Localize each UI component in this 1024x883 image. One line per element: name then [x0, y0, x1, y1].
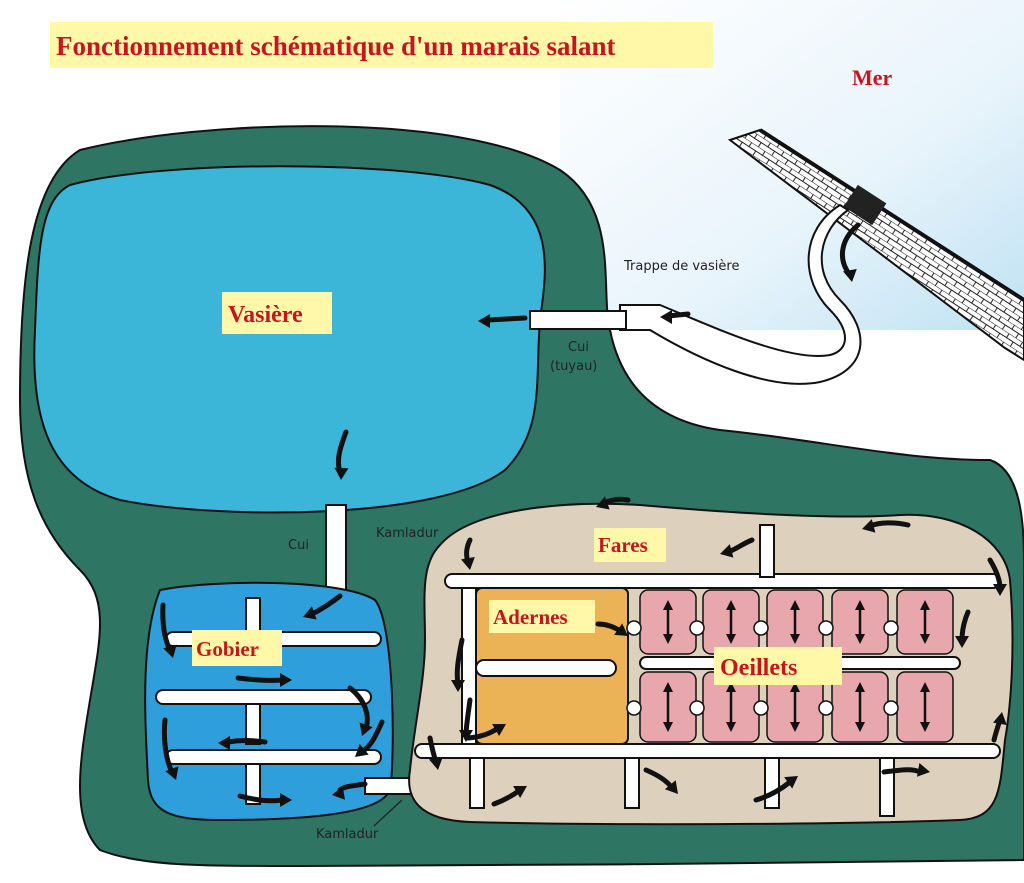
sluice-gate [818, 700, 834, 716]
flow-arrow-head [165, 766, 179, 780]
oeillets-label: Oeillets [720, 655, 797, 681]
flow-arrow-head [955, 636, 969, 648]
vasiere-label: Vasière [228, 302, 303, 328]
flow-arrow-head [218, 736, 230, 750]
flow-arrow-head [993, 712, 1007, 726]
flow-arrow-head [478, 314, 490, 328]
sluice-gate [689, 620, 705, 636]
sluice-gate [626, 700, 642, 716]
sea-label: Mer [852, 65, 893, 90]
oeillet-arrow-head [726, 682, 736, 692]
fares-label: Fares [598, 533, 648, 557]
flow-arrow [485, 315, 528, 323]
annotation-labels: Trappe de vasière Cui (tuyau) Kamladur C… [288, 259, 739, 842]
gobier-label: Gobier [196, 637, 259, 661]
flow-arrow-head [429, 756, 443, 770]
flow-arrow [161, 717, 175, 775]
cui-top-sub-label: (tuyau) [550, 359, 597, 374]
oeillet-arrow-head [920, 600, 930, 610]
flow-arrow-head [916, 763, 930, 777]
oeillets-basins [626, 589, 961, 743]
oeillet-arrow-head [920, 722, 930, 732]
flow-arrow-head [843, 268, 857, 282]
flow-arrow-head [513, 785, 527, 799]
flow-arrow [225, 738, 268, 745]
flow-arrow-head [660, 310, 672, 324]
oeillet-arrow-head [663, 634, 673, 644]
flow-arrow-head [596, 496, 610, 510]
sluice-gate [753, 620, 769, 636]
flow-arrow-head [993, 584, 1007, 596]
cui-left-label: Cui [288, 538, 309, 553]
flow-arrow-head [461, 556, 475, 570]
cui-top-label: Cui [568, 340, 589, 355]
kamladur-top-label: Kamladur [376, 526, 439, 541]
oeillet-arrow-head [790, 600, 800, 610]
oeillet-arrow-head [855, 634, 865, 644]
flow-arrow-head [303, 606, 317, 620]
flow-arrows [160, 222, 1007, 807]
cui-pipe-left [325, 504, 347, 591]
cui-pipe-top [529, 310, 627, 330]
flow-arrow-head [451, 680, 465, 692]
flow-arrow-head [355, 743, 369, 757]
flow-arrow-head [280, 793, 292, 807]
flow-arrow-head [862, 519, 876, 533]
oeillet-arrow-head [790, 722, 800, 732]
oeillet-arrow-head [855, 600, 865, 610]
flow-arrow-head [332, 786, 346, 800]
oeillet-arrow-head [920, 682, 930, 692]
flow-arrow-head [784, 776, 798, 789]
flow-arrow [881, 767, 923, 775]
sea-wall [727, 128, 1024, 362]
oeillet-arrow-head [726, 600, 736, 610]
flow-arrow-head [459, 730, 473, 742]
oeillet-arrow-head [663, 682, 673, 692]
kamladur-bottom-label: Kamladur [316, 827, 379, 842]
oeillet-arrow-head [790, 682, 800, 692]
flow-arrow [347, 685, 370, 731]
flow-arrow-head [720, 544, 734, 558]
sluice-gate [883, 620, 899, 636]
flow-arrow-head [280, 673, 292, 687]
oeillet-arrow-head [726, 722, 736, 732]
oeillet-arrow-head [855, 722, 865, 732]
oeillet-arrow-head [663, 600, 673, 610]
flow-arrow-head [163, 644, 177, 658]
sluice-gate [626, 620, 642, 636]
adernes-label: Adernes [493, 605, 568, 629]
sluice-gate [818, 620, 834, 636]
trappe-label: Trappe de vasière [623, 259, 739, 274]
flow-arrow [753, 779, 793, 803]
flow-arrow [237, 793, 285, 804]
sluice-gate [883, 700, 899, 716]
oeillet-arrow-head [663, 722, 673, 732]
flow-arrow [235, 675, 285, 683]
sluice-gate [753, 700, 769, 716]
vasiere-basin [33, 165, 546, 514]
flow-arrow-head [334, 467, 349, 480]
oeillet-arrow-head [920, 634, 930, 644]
flow-arrow-head [614, 623, 628, 636]
sluice-gate [689, 700, 705, 716]
oeillet-arrow-head [790, 634, 800, 644]
oeillet-arrow-head [855, 682, 865, 692]
page-title: Fonctionnement schématique d'un marais s… [56, 31, 616, 61]
flow-arrow-head [359, 722, 373, 736]
oeillet-arrow-head [726, 634, 736, 644]
flow-arrow-head [492, 723, 506, 737]
flow-arrow-head [664, 780, 678, 794]
